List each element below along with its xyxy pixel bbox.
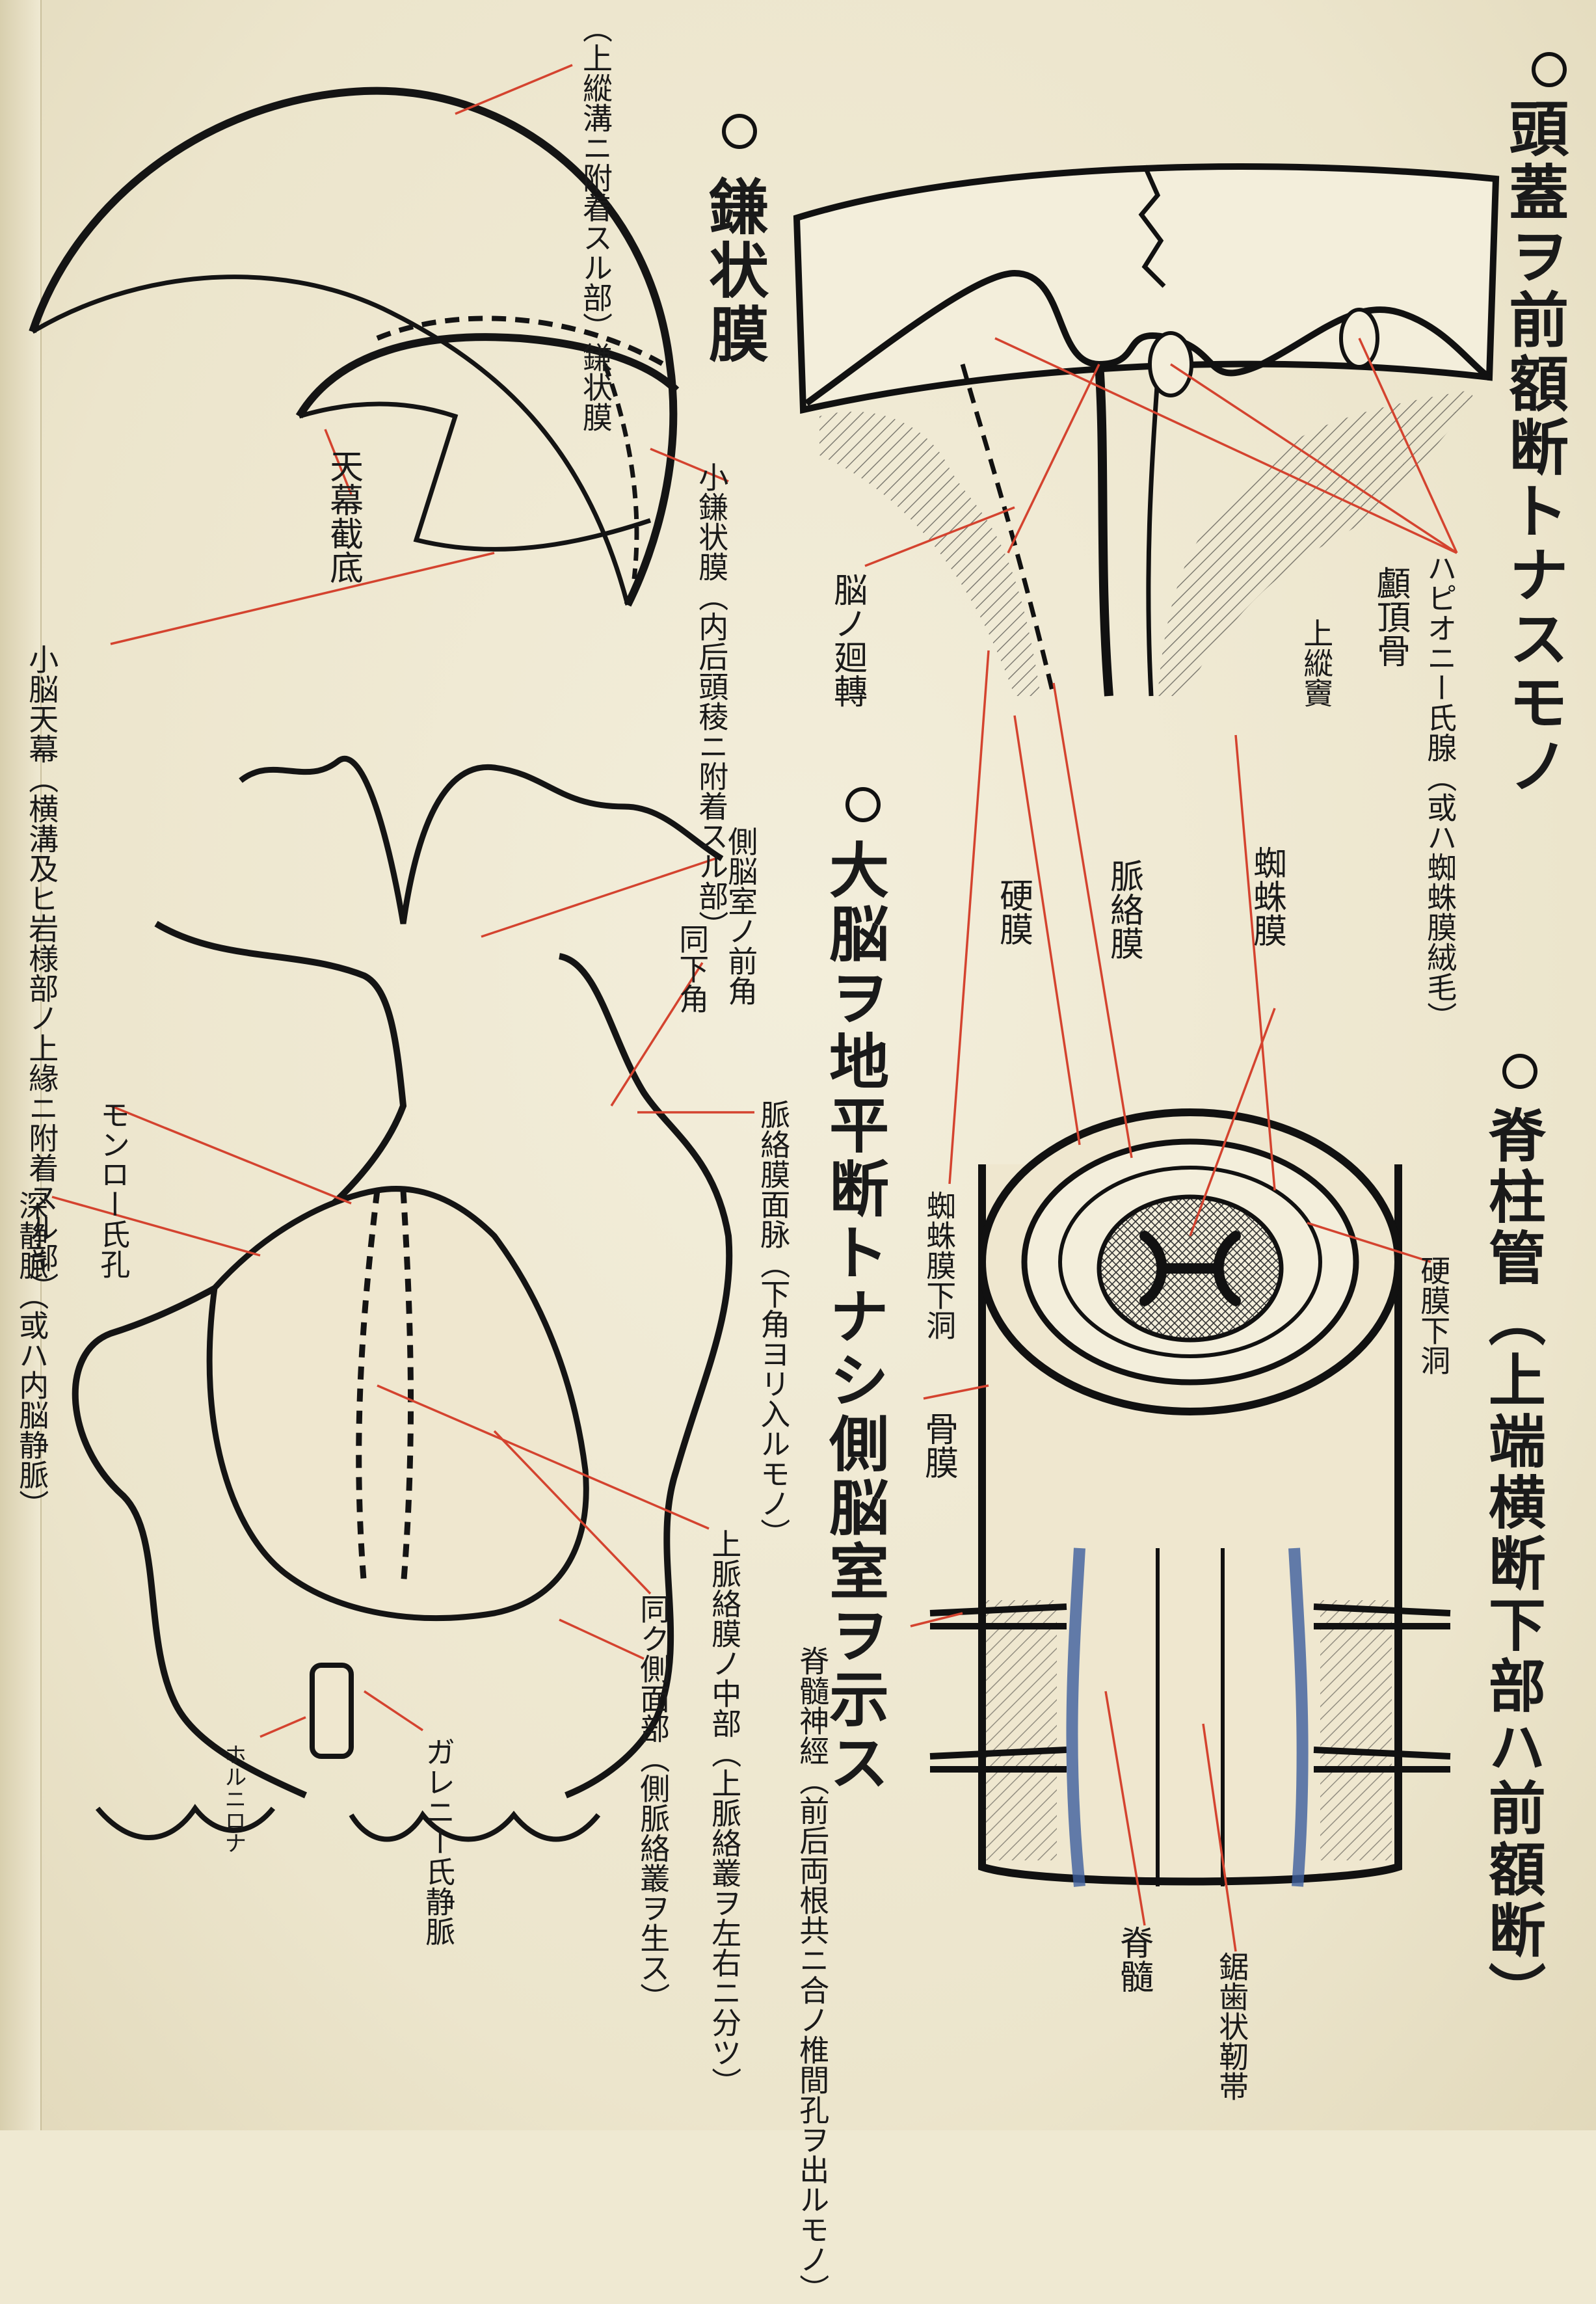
brain-top-outline: [241, 758, 722, 924]
label-subarachnoid: 蜘蛛膜下洞: [924, 1190, 955, 1340]
label-tentorium-base: 天幕截底: [325, 449, 361, 584]
label-falx-cerebelli: 小鎌状膜（内后頭稜ニ附着スル部）: [696, 462, 727, 941]
label-deep-vein: 深静脈（或ハ内脳静脈）: [16, 1190, 47, 1520]
gyrus-line-right: [1149, 377, 1158, 696]
label-inferior-horn: 同下角: [676, 924, 708, 1013]
label-vena-magna: ホルニロナ: [221, 1743, 245, 1854]
label-galen: ガレニー氏静脈: [423, 1737, 454, 1946]
vertebra-left: [985, 1600, 1057, 1860]
label-monro: モンロー氏孔: [98, 1099, 129, 1279]
brain-horizontal-diagram: [75, 758, 730, 1839]
brain-horizontal-title: 大脳ヲ地平断トナシ側脳室ヲ示ス: [823, 839, 886, 1795]
label-pia: 脈絡膜: [1106, 859, 1141, 960]
label-spinal-nerve: 脊髓神經（前后両根共ニ合ノ椎間孔ヲ出ルモノ）: [797, 1646, 828, 2304]
skull-section-title: 頭蓋ヲ前額断トナスモノ: [1502, 98, 1565, 799]
title-marker-circle: [722, 114, 757, 149]
manuscript-page: 頭蓋ヲ前額断トナスモノ 鎌状膜 大脳ヲ地平断トナシ側脳室ヲ示ス 脊柱管（上端横断…: [0, 0, 1596, 2130]
falx-in-section: [1099, 364, 1109, 696]
vertebra-right: [1320, 1600, 1392, 1860]
label-arachnoid: 蜘蛛膜: [1249, 846, 1284, 947]
label-gyri: 脳ノ廻轉: [829, 572, 865, 708]
brain-bottom-waves: [98, 1808, 598, 1840]
label-subdural: 硬膜下洞: [1418, 1255, 1449, 1375]
spinal-canal-title: 脊柱管（上端横断下部ハ前額断）: [1483, 1106, 1543, 2023]
spinal-canal-diagram: [930, 1112, 1450, 1886]
label-falx-attachment: （上縱溝ニ附着スル部）鎌状膜: [514, 13, 611, 432]
title-marker-circle: [1532, 52, 1567, 87]
label-periosteum: 骨膜: [920, 1412, 956, 1479]
ventricle-region: [209, 1189, 586, 1618]
falx-title: 鎌状膜: [702, 176, 765, 367]
label-superior-sinus: 上縱竇: [1301, 618, 1332, 708]
title-marker-circle: [1502, 1054, 1537, 1089]
label-choroid-plexus: 脈絡膜面脉（下角ヨリ入ルモノ）: [758, 1099, 789, 1548]
label-spinal-cord: 脊髓: [1115, 1925, 1151, 1993]
label-lateral-part: 同ク側面部（側脈絡叢ヲ生ス）: [637, 1594, 669, 2013]
label-velum-middle: 上脈絡膜ノ中部（上脈絡叢ヲ左右ニ分ツ）: [709, 1529, 740, 2097]
label-dura: 硬膜: [995, 878, 1031, 946]
galen-vein-trunk: [312, 1665, 351, 1756]
label-anterior-horn: 側脳室ノ前角: [725, 826, 756, 1006]
title-marker-circle: [845, 787, 881, 822]
skull-bone-band: [797, 167, 1496, 410]
label-pacchionian: ハピオニー氏腺（或ハ蜘蛛膜絨毛）: [1424, 553, 1456, 1032]
label-parietal-bone: 顱頂骨: [1372, 566, 1408, 667]
label-denticulate: 鋸歯状靭帯: [1216, 1951, 1247, 2101]
